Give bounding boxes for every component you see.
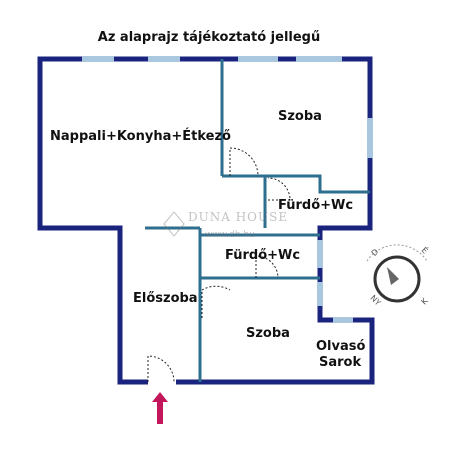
watermark-name: DUNA HOUSE xyxy=(188,210,289,224)
room-label-bath-top: Fürdő+Wc xyxy=(278,198,354,213)
plan-caption: Az alaprajz tájékoztató jellegű xyxy=(97,30,321,45)
compass-rose xyxy=(366,244,428,303)
watermark-logo xyxy=(163,211,185,237)
room-label-room-bottom: Szoba xyxy=(246,326,290,341)
watermark-url: www.dh.hu xyxy=(205,230,255,240)
room-label-room-top: Szoba xyxy=(278,109,322,124)
inner-walls xyxy=(145,59,370,382)
windows xyxy=(82,56,373,385)
room-label-reading-line2: Sarok xyxy=(319,355,362,370)
outer-walls xyxy=(37,56,375,385)
entrance-arrow xyxy=(152,392,168,424)
room-label-reading-line1: Olvasó xyxy=(316,339,366,354)
room-label-hall: Előszoba xyxy=(133,291,198,306)
room-label-bath-mid: Fürdő+Wc xyxy=(225,248,301,263)
room-label-living: Nappali+Konyha+Étkező xyxy=(50,129,231,144)
doors xyxy=(147,147,291,383)
